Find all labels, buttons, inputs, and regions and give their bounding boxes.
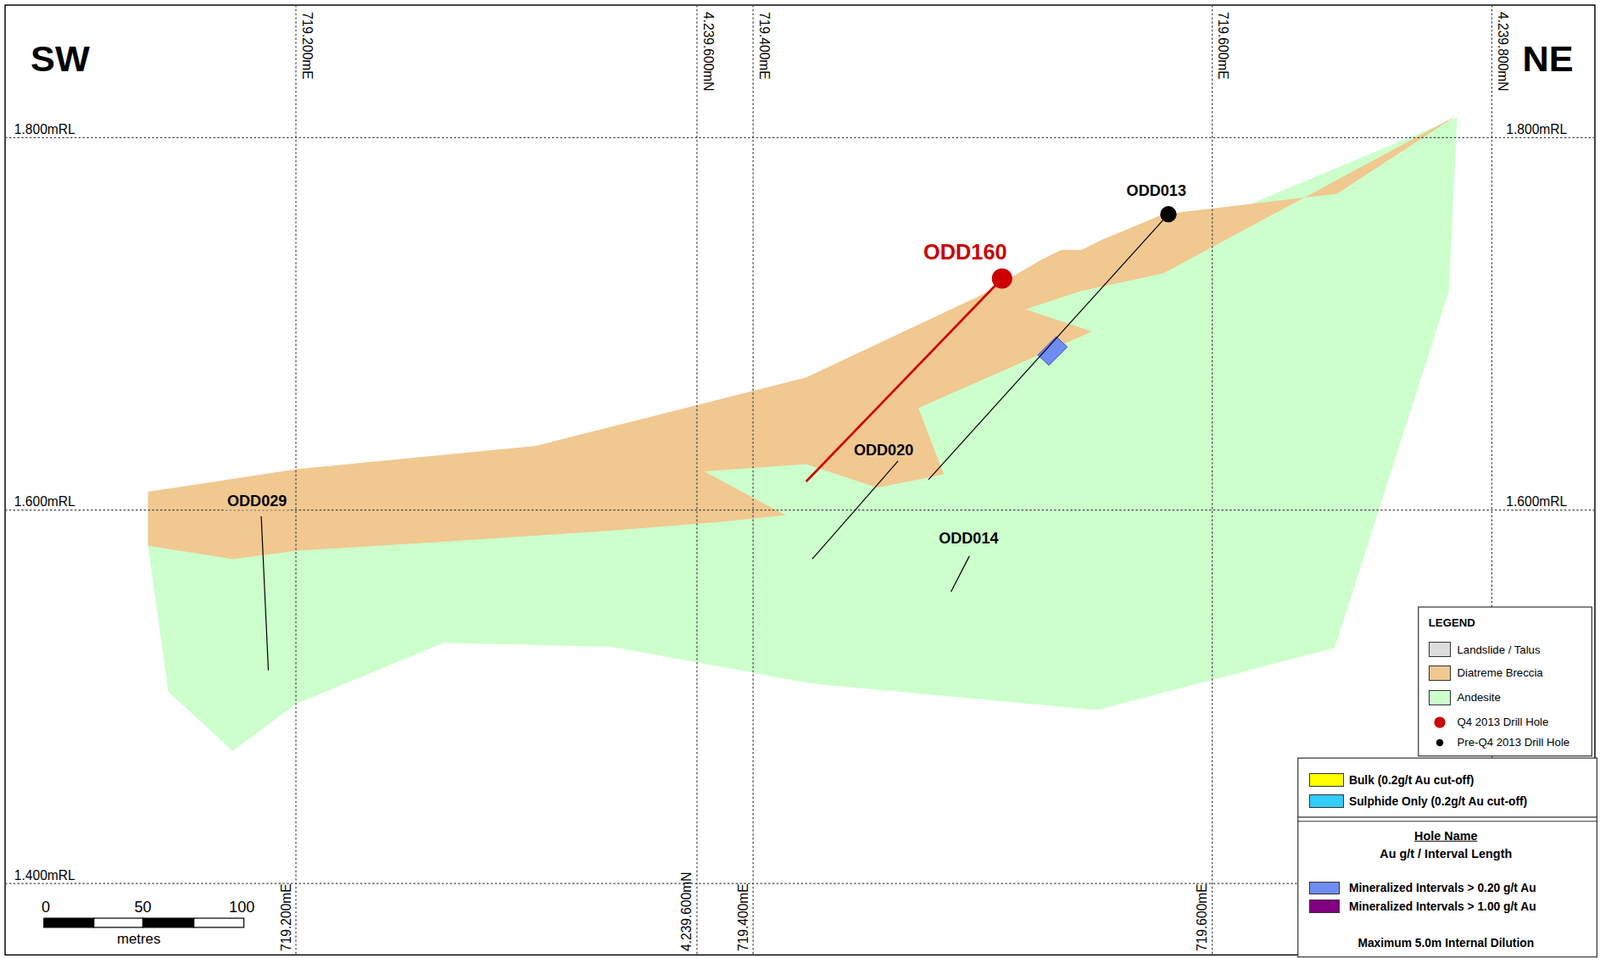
grid-label: 719.200mE: [278, 883, 295, 952]
grid-label: 719.400mE: [735, 883, 752, 952]
grid-label: 4.239.600mN: [700, 11, 716, 92]
legend-swatch: [1309, 794, 1344, 809]
hole-name: ODD020: [852, 440, 915, 459]
legend-heading: Maximum 5.0m Internal Dilution: [1357, 936, 1534, 951]
scale-label: 50: [133, 897, 151, 916]
scale-label: metres: [117, 931, 161, 948]
legend-divider: [1298, 820, 1598, 822]
hole-name: ODD160: [923, 240, 1007, 266]
legend-box: [1298, 758, 1598, 958]
elevation-label: 1.800mRL: [14, 122, 76, 138]
legend-text: Andesite: [1457, 691, 1501, 705]
legend-text: Sulphide Only (0.2g/t Au cut-off): [1349, 795, 1528, 809]
legend-dot: [1433, 716, 1445, 728]
elevation-label: 1.600mRL: [1505, 494, 1567, 510]
legend-swatch: [1428, 690, 1451, 706]
collar-dot: [992, 267, 1013, 289]
collar-dot: [1159, 206, 1177, 223]
grid-label: 719.200mE: [299, 11, 315, 80]
legend-text: Q4 2013 Drill Hole: [1457, 715, 1550, 729]
grid-label: 4.239.600mN: [679, 871, 695, 952]
mineralized-interval: [1037, 336, 1068, 366]
legend-text: Pre-Q4 2013 Drill Hole: [1457, 736, 1571, 750]
scale-label: 100: [228, 897, 255, 916]
legend-text: Bulk (0.2g/t Au cut-off): [1349, 774, 1474, 788]
legend-text: Mineralized Intervals > 1.00 g/t Au: [1349, 900, 1537, 915]
elevation-label: 1.400mRL: [14, 868, 76, 884]
legend-text: Diatreme Breccia: [1457, 667, 1544, 681]
grid-label: 4.239.800mN: [1494, 11, 1511, 92]
grid-label: 719.600mE: [1194, 883, 1210, 952]
scale-label: 0: [41, 897, 51, 916]
legend-divider: [1298, 816, 1598, 818]
hole-name: ODD014: [938, 529, 998, 548]
legend-text: Landslide / Talus: [1457, 643, 1541, 657]
legend-heading: Hole Name: [1414, 828, 1478, 843]
breccia-unit: [147, 115, 1457, 559]
legend-swatch: [1309, 773, 1344, 787]
legend-dot: [1436, 739, 1444, 747]
elevation-label: 1.800mRL: [1505, 122, 1567, 138]
legend-swatch: [1428, 641, 1451, 658]
scale-bar: [44, 918, 245, 928]
legend-heading: LEGEND: [1428, 617, 1476, 630]
hole-name: ODD029: [225, 491, 289, 510]
legend-swatch: [1309, 899, 1340, 914]
legend-heading: Au g/t / Interval Length: [1379, 847, 1512, 862]
hole-name: ODD013: [1126, 182, 1187, 201]
grid-label: 719.600mE: [1215, 11, 1231, 80]
legend-text: Mineralized Intervals > 0.20 g/t Au: [1349, 881, 1537, 896]
direction-label: NE: [1522, 38, 1574, 81]
legend-swatch: [1428, 665, 1451, 681]
direction-label: SW: [30, 38, 90, 81]
grid-label: 719.400mE: [756, 11, 772, 80]
legend-swatch: [1309, 881, 1340, 896]
drill-traces: [261, 214, 1169, 671]
elevation-label: 1.600mRL: [14, 494, 76, 510]
legend-box: [1418, 607, 1593, 757]
